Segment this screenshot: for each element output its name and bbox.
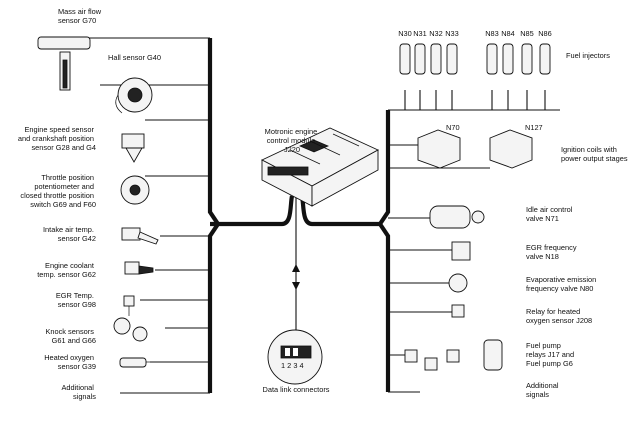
label-injector-n85: N85	[520, 29, 534, 38]
label-coil-n70: N70	[446, 123, 460, 132]
label-knock-sensors: Knock sensors G61 and G66	[45, 327, 96, 345]
label-additional-signals-right: Additional signals	[526, 381, 561, 399]
label-ecu: Motronic engine control module J220	[265, 127, 320, 154]
label-hall-sensor: Hall sensor G40	[108, 53, 161, 62]
label-injector-n30: N30	[398, 29, 412, 38]
label-injector-n31: N31	[413, 29, 427, 38]
coolant-temp-sensor-drawing	[124, 261, 154, 275]
label-injector-n84: N84	[501, 29, 515, 38]
engine-speed-sensor-drawing	[121, 133, 145, 163]
fuel-injectors-drawing	[399, 43, 551, 75]
label-fuel-pump: Fuel pump relays J17 and Fuel pump G6	[526, 341, 576, 368]
ecu-module-drawing	[260, 127, 380, 207]
intake-air-temp-sensor-drawing	[121, 227, 159, 245]
egr-frequency-valve-drawing	[451, 241, 471, 261]
ignition-coils-drawing	[417, 129, 533, 169]
label-coil-n127: N127	[525, 123, 543, 132]
label-ignition-coils: Ignition coils with power output stages	[561, 145, 628, 163]
mass-air-flow-sensor-drawing	[37, 36, 91, 91]
relay-heated-oxygen-drawing	[451, 304, 465, 318]
label-evaporative-emission: Evaporative emission frequency valve N80	[526, 275, 598, 293]
label-injector-n33: N33	[445, 29, 459, 38]
label-throttle-position: Throttle position potentiometer and clos…	[20, 173, 96, 209]
throttle-position-switch-drawing	[120, 175, 150, 205]
egr-temp-sensor-drawing	[123, 295, 135, 316]
label-coolant-temp: Engine coolant temp. sensor G62	[37, 261, 96, 279]
label-heated-oxygen: Heated oxygen sensor G39	[44, 353, 96, 371]
label-injector-n86: N86	[538, 29, 552, 38]
label-relay-heated-oxygen: Relay for heated oxygen sensor J208	[526, 307, 592, 325]
label-egr-frequency-valve: EGR frequency valve N18	[526, 243, 579, 261]
label-intake-air-temp: Intake air temp. sensor G42	[43, 225, 96, 243]
label-injector-n32: N32	[429, 29, 443, 38]
knock-sensors-drawing	[113, 317, 148, 342]
label-injector-n83: N83	[485, 29, 499, 38]
evaporative-emission-valve-drawing	[448, 273, 468, 293]
label-data-link-connectors: Data link connectors	[263, 385, 330, 394]
fuel-pump-relays-drawing	[404, 339, 503, 371]
heated-oxygen-sensor-drawing	[119, 357, 156, 368]
label-engine-speed-sensor: Engine speed sensor and crankshaft posit…	[18, 125, 96, 152]
label-maf-sensor: Mass air flow sensor G70	[58, 7, 103, 25]
label-egr-temp: EGR Temp. sensor G98	[56, 291, 96, 309]
label-connector-pins: 1 2 3 4	[281, 361, 304, 370]
idle-air-control-valve-drawing	[429, 205, 485, 229]
hall-sensor-drawing	[115, 77, 153, 114]
label-fuel-injectors: Fuel injectors	[566, 51, 610, 60]
ecu-harness	[281, 195, 313, 330]
label-idle-air-control: Idle air control valve N71	[526, 205, 574, 223]
label-additional-signals-left: Additional signals	[61, 383, 96, 401]
data-link-connector-drawing	[267, 329, 323, 385]
